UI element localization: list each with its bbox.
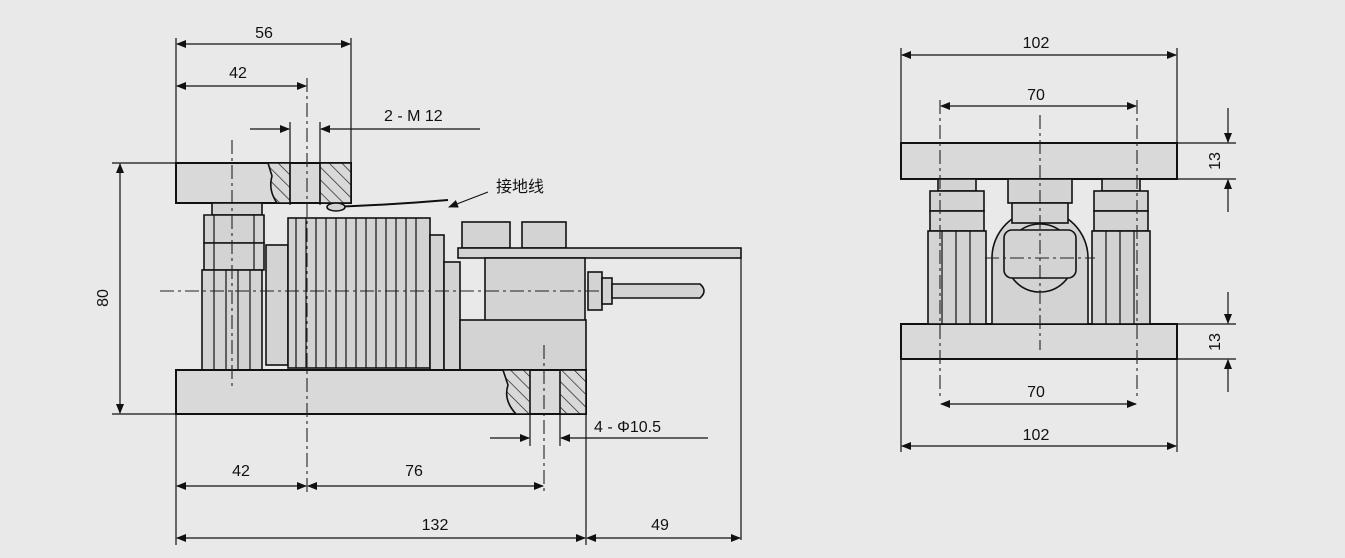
dim-end-top-width: 102 [1023, 35, 1050, 52]
dim-thread-label: 2 - M 12 [384, 108, 443, 125]
end-left-nut-1 [929, 190, 985, 212]
top-thread-hatch-right [319, 162, 352, 204]
stud-nut-bottom [203, 242, 265, 271]
dim-bottom-offset: 42 [232, 463, 250, 480]
dim-base-length: 132 [422, 517, 449, 534]
stud-washer-top [211, 202, 263, 216]
end-bottom-plate [900, 323, 1178, 360]
bellows-flange-left [265, 244, 289, 366]
end-right-nut-2 [1093, 210, 1149, 232]
dim-hole-label: 4 - Φ10.5 [594, 419, 661, 436]
end-top-plate [900, 142, 1178, 180]
lower-housing [459, 319, 587, 371]
base-hole-hatch-left [501, 369, 531, 415]
ground-leader [448, 191, 489, 208]
top-thread-hatch-left [266, 162, 291, 204]
dim-bottom-thickness: 13 [1207, 333, 1224, 351]
side-view: 接地线 56 42 2 - M 12 80 4 - Φ10.5 42 76 13… [95, 25, 742, 545]
bellows-ribs [295, 218, 417, 368]
dim-top-width: 56 [255, 25, 273, 42]
end-right-washer [1101, 178, 1141, 192]
bellows-flange-right [429, 234, 445, 371]
dim-end-bottom-width: 102 [1023, 427, 1050, 444]
end-right-column [1091, 230, 1151, 325]
end-left-column [927, 230, 987, 325]
end-view: 102 70 13 13 70 102 [900, 35, 1236, 452]
ground-terminal [326, 202, 346, 212]
base-hole-hatch-right [559, 369, 587, 415]
upper-bracket [457, 247, 742, 259]
dim-hole-spacing: 76 [405, 463, 423, 480]
cell-neck [443, 261, 461, 371]
cable [611, 283, 705, 299]
ground-label: 接地线 [496, 177, 544, 196]
bellows-body [287, 217, 431, 369]
end-right-nut-1 [1093, 190, 1149, 212]
end-left-washer [937, 178, 977, 192]
junction-box-b [521, 221, 567, 249]
dim-top-offset: 42 [229, 65, 247, 82]
stud-nut-top [203, 214, 265, 244]
dim-top-thickness: 13 [1207, 152, 1224, 170]
cable-gland-nut [601, 277, 613, 305]
end-left-nut-2 [929, 210, 985, 232]
dim-height: 80 [95, 289, 112, 307]
dim-cable-length: 49 [651, 517, 669, 534]
dim-end-top-spacing: 70 [1027, 87, 1045, 104]
dim-end-bottom-spacing: 70 [1027, 384, 1045, 401]
junction-box-a [461, 221, 511, 249]
